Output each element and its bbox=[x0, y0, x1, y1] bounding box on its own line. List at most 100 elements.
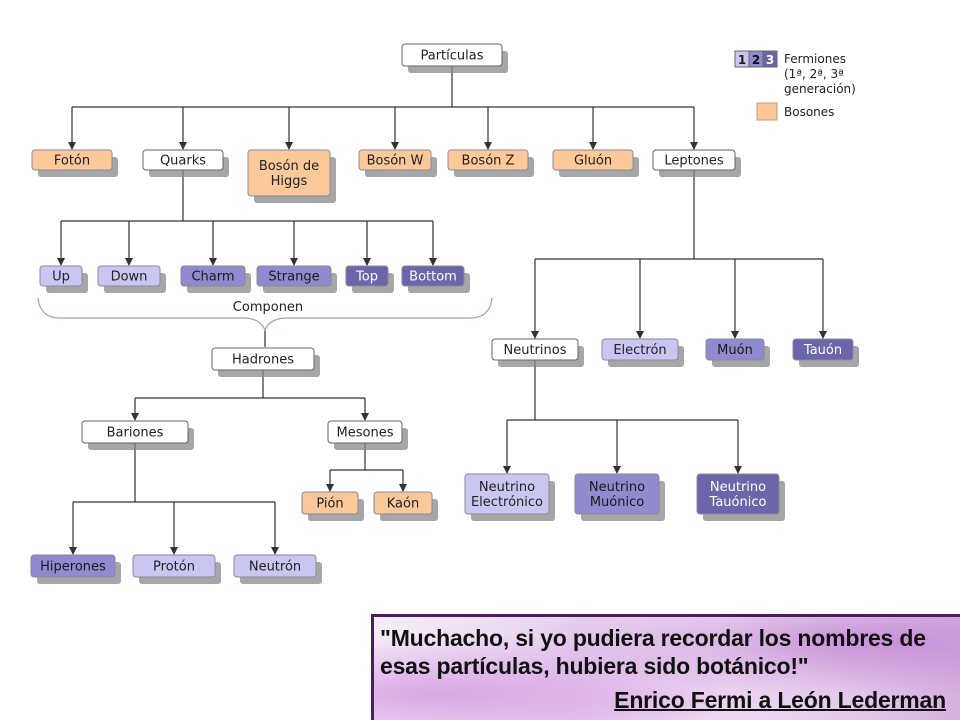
arrowhead-neutron bbox=[271, 547, 279, 555]
node-neutrinos: Neutrinos bbox=[491, 338, 584, 367]
arrowhead-strange bbox=[290, 258, 298, 266]
node-bariones: Bariones bbox=[81, 420, 194, 450]
legend-fermions-line3: generación) bbox=[784, 82, 856, 96]
node-box bbox=[345, 265, 389, 287]
node-leptones: Leptones bbox=[652, 149, 741, 177]
node-box bbox=[491, 338, 579, 361]
node-label: Leptones bbox=[664, 154, 724, 169]
node-box bbox=[447, 149, 529, 171]
node-box bbox=[401, 43, 503, 67]
node-label: Bosón W bbox=[367, 154, 424, 169]
node-pion: Pión bbox=[301, 491, 364, 521]
arrowhead-higgs bbox=[285, 142, 293, 150]
node-charm: Charm bbox=[180, 265, 251, 293]
node-box bbox=[552, 149, 634, 171]
arrowhead-charm bbox=[209, 258, 217, 266]
node-box bbox=[401, 265, 465, 287]
arrowhead-up bbox=[57, 258, 65, 266]
arrowhead-mesones bbox=[361, 413, 369, 421]
connector-lines bbox=[57, 66, 827, 555]
arrowhead-nu_tau bbox=[734, 466, 742, 474]
node-box bbox=[132, 554, 216, 578]
legend-fermions-line2: (1ª, 2ª, 3ª bbox=[784, 67, 844, 81]
node-label: Quarks bbox=[160, 154, 206, 169]
node-label: Electrón bbox=[613, 343, 666, 358]
legend-gen3-number: 3 bbox=[766, 53, 774, 67]
node-label: Bosón Z bbox=[462, 154, 515, 169]
legend: 1 2 3 Fermiones (1ª, 2ª, 3ª generación) … bbox=[734, 50, 856, 121]
node-box bbox=[31, 149, 113, 171]
arrowhead-neutrinos bbox=[531, 331, 539, 339]
node-box bbox=[30, 554, 116, 578]
node-label: Neutrinos bbox=[504, 343, 567, 358]
arrowhead-bariones bbox=[131, 413, 139, 421]
node-label: Neutrino bbox=[479, 480, 535, 495]
node-box bbox=[652, 149, 736, 171]
arrowhead-hiperones bbox=[69, 547, 77, 555]
node-box bbox=[81, 420, 189, 444]
arrowhead-muon bbox=[731, 331, 739, 339]
node-kaon: Kaón bbox=[373, 491, 438, 521]
arrowhead-leptones bbox=[690, 142, 698, 150]
node-label: Protón bbox=[153, 560, 195, 575]
arrowhead-quarks bbox=[179, 142, 187, 150]
node-proton: Protón bbox=[132, 554, 221, 584]
node-label: Neutrón bbox=[249, 560, 301, 575]
node-box bbox=[142, 149, 224, 171]
node-bosonw: Bosón W bbox=[358, 149, 437, 177]
node-strange: Strange bbox=[256, 265, 337, 293]
node-label: Down bbox=[111, 270, 148, 285]
node-box bbox=[792, 338, 854, 361]
node-label: Muónico bbox=[590, 495, 644, 510]
legend-fermions-line1: Fermiones bbox=[784, 52, 846, 66]
node-label: Kaón bbox=[387, 497, 419, 512]
node-label: Higgs bbox=[271, 174, 308, 189]
componen-brace: Componen bbox=[37, 297, 493, 332]
node-box bbox=[180, 265, 246, 287]
node-box bbox=[247, 149, 331, 197]
arrowhead-gluon bbox=[589, 142, 597, 150]
node-top: Top bbox=[345, 265, 394, 293]
node-mesones: Mesones bbox=[327, 420, 408, 450]
quote-line-1: "Muchacho, si yo pudiera recordar los no… bbox=[380, 625, 926, 651]
node-neutron: Neutrón bbox=[233, 554, 322, 584]
node-label: Pión bbox=[316, 497, 343, 512]
node-foton: Fotón bbox=[31, 149, 118, 177]
arrowhead-bottom bbox=[429, 258, 437, 266]
node-label: Electrónico bbox=[471, 495, 543, 510]
arrowhead-bosonz bbox=[484, 142, 492, 150]
legend-gen1-number: 1 bbox=[738, 53, 746, 67]
legend-gen2-number: 2 bbox=[752, 53, 760, 67]
node-label: Neutrino bbox=[589, 480, 645, 495]
node-muon: Muón bbox=[705, 338, 770, 367]
node-box bbox=[211, 347, 315, 371]
arrowhead-top bbox=[363, 258, 371, 266]
node-label: Mesones bbox=[337, 426, 394, 441]
arrowhead-foton bbox=[68, 142, 76, 150]
node-box bbox=[39, 265, 83, 287]
node-label: Gluón bbox=[574, 154, 612, 169]
node-label: Hiperones bbox=[40, 560, 106, 575]
node-tauon: Tauón bbox=[792, 338, 859, 367]
legend-boson-swatch bbox=[756, 102, 778, 121]
brace-label: Componen bbox=[233, 300, 303, 315]
node-box bbox=[256, 265, 332, 287]
node-label: Partículas bbox=[420, 49, 483, 64]
node-gluon: Gluón bbox=[552, 149, 639, 177]
node-label: Top bbox=[355, 270, 378, 285]
node-box bbox=[358, 149, 432, 171]
node-box bbox=[301, 491, 359, 515]
node-label: Neutrino bbox=[710, 480, 766, 495]
arrowhead-kaon bbox=[399, 484, 407, 492]
node-label: Tauónico bbox=[709, 495, 767, 510]
arrowhead-tauon bbox=[819, 331, 827, 339]
node-hiperones: Hiperones bbox=[30, 554, 121, 584]
node-hadrones: Hadrones bbox=[211, 347, 320, 377]
quote-author: Enrico Fermi a León Lederman bbox=[614, 687, 946, 713]
node-label: Fotón bbox=[54, 154, 90, 169]
